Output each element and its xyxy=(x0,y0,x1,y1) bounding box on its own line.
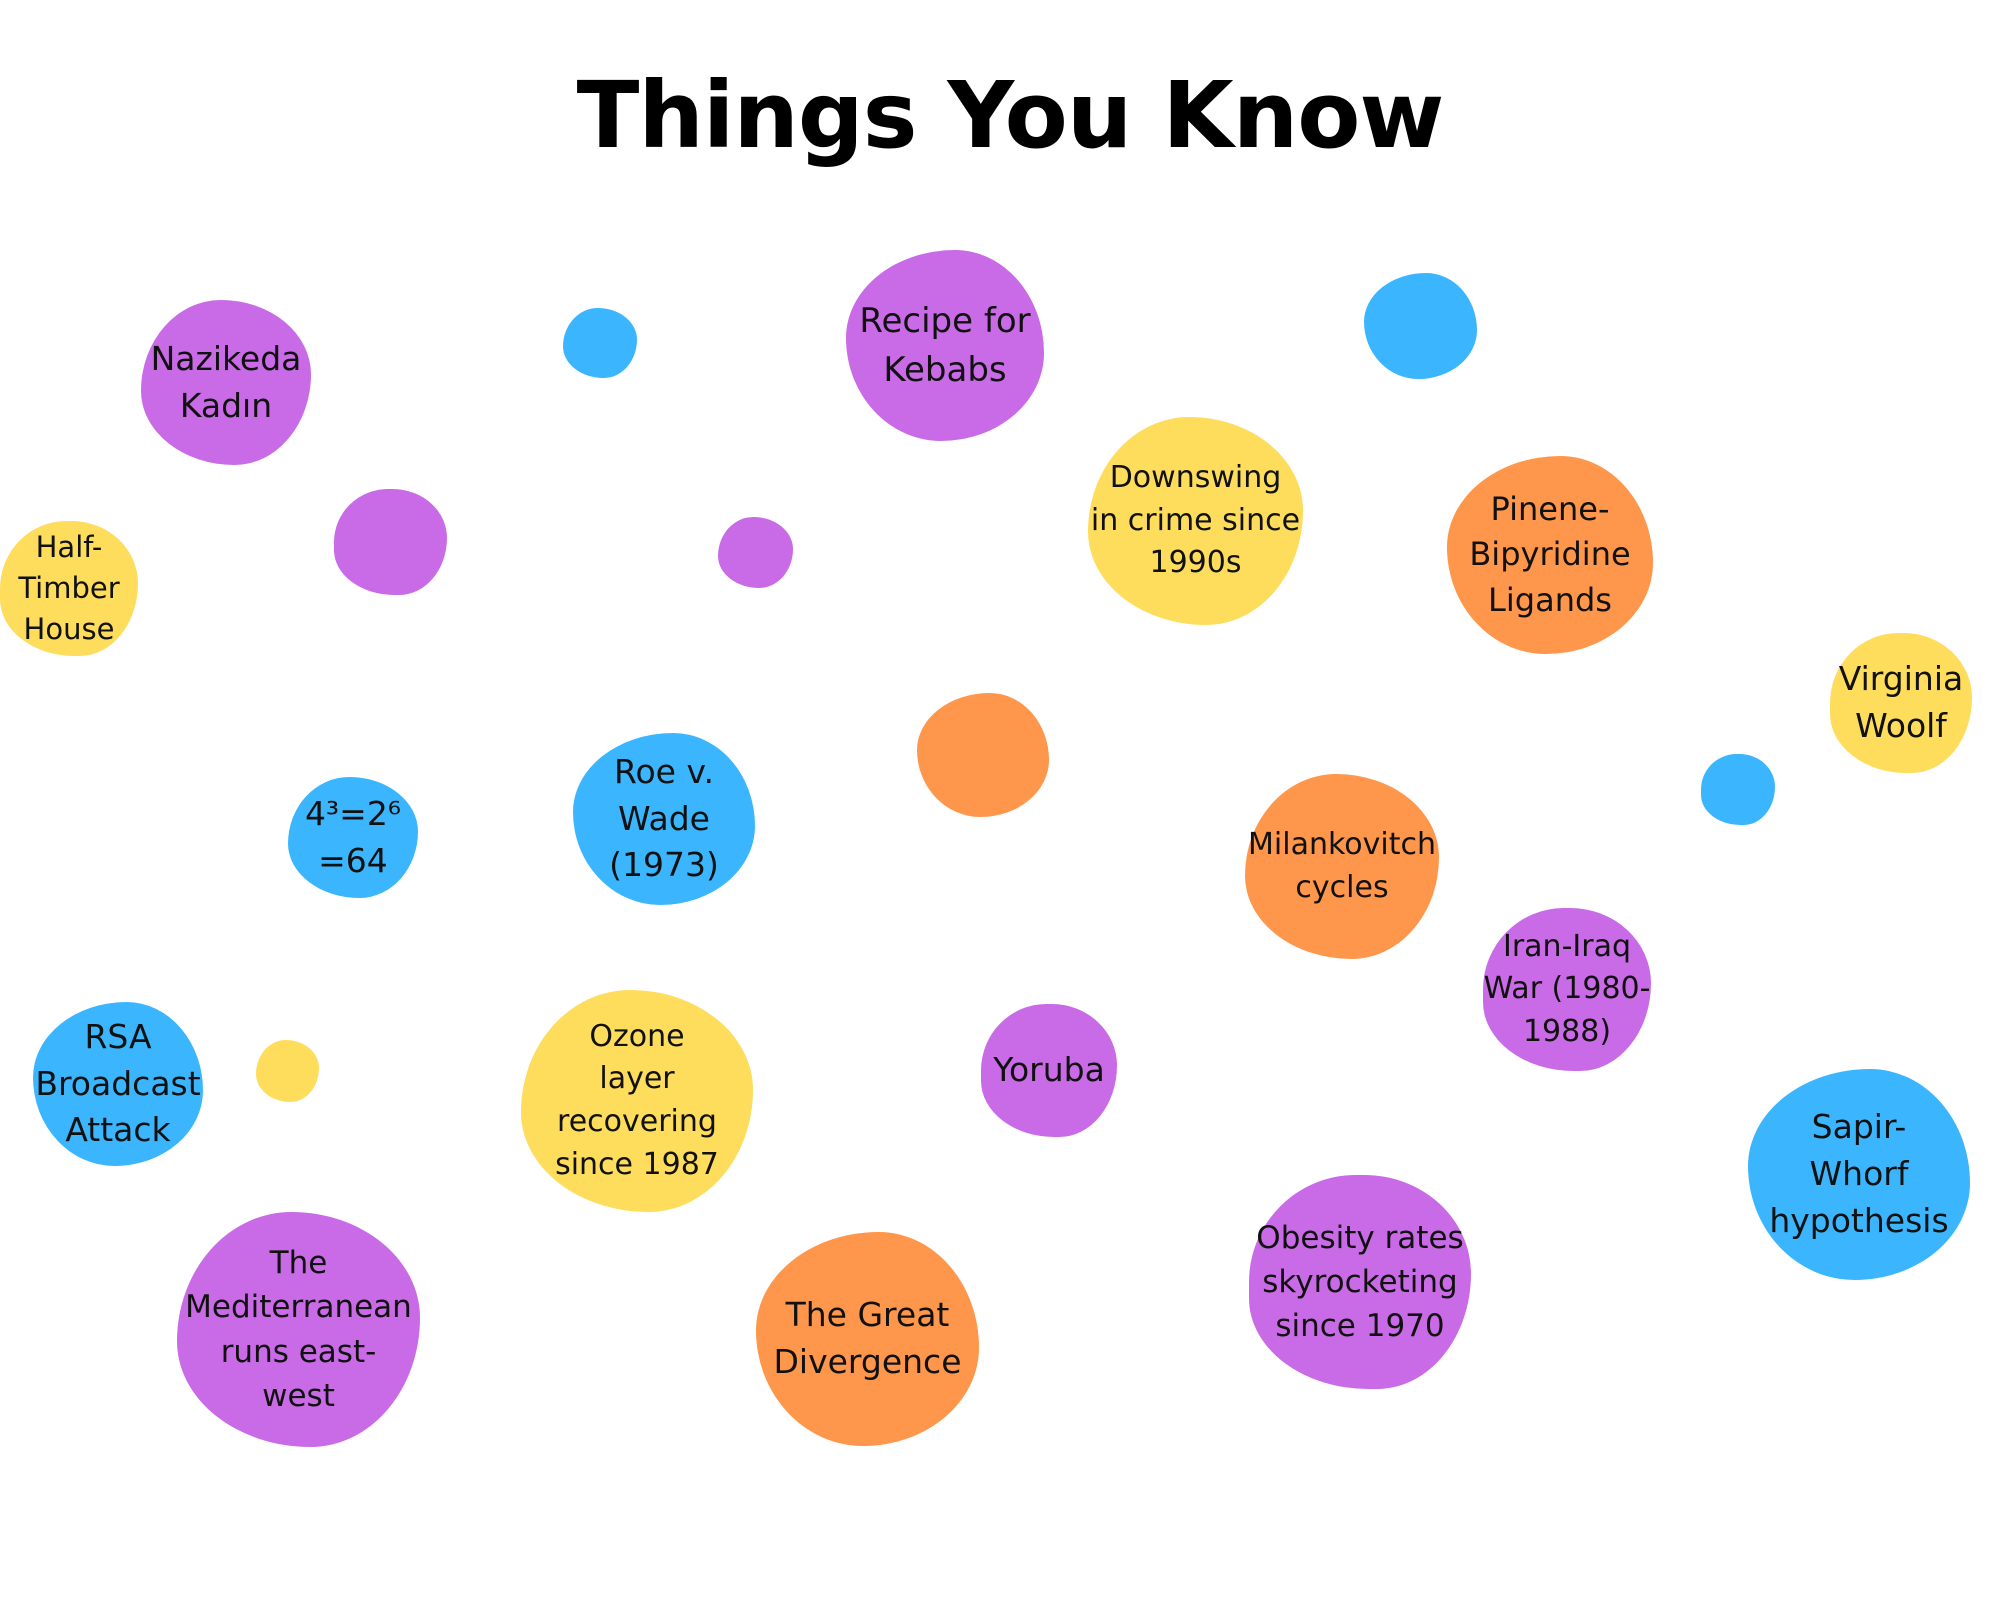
bubble-roe-v-wade: Roe v. Wade (1973) xyxy=(573,733,755,905)
bubble-label: The Great Divergence xyxy=(773,1295,962,1381)
bubble-label: Iran-Iraq War (1980- 1988) xyxy=(1483,928,1651,1049)
bubble-ozone-layer-recovering: Ozone layer recovering since 1987 xyxy=(521,990,753,1212)
bubble-label: Downswing in crime since 1990s xyxy=(1090,460,1301,581)
bubble-mediterranean-runs-east-west: The Mediterranean runs east- west xyxy=(177,1212,420,1447)
bubble-label: Obesity rates skyrocketing since 1970 xyxy=(1256,1219,1464,1344)
bubble-iran-iraq-war: Iran-Iraq War (1980- 1988) xyxy=(1483,908,1651,1071)
bubble-yoruba: Yoruba xyxy=(981,1004,1117,1137)
empty-bubble-orange xyxy=(917,693,1049,817)
bubble-label: Yoruba xyxy=(993,1050,1105,1090)
empty-bubble-yellow xyxy=(256,1040,319,1102)
bubble-label: Recipe for Kebabs xyxy=(859,301,1031,390)
bubble-rsa-broadcast-attack: RSA Broadcast Attack xyxy=(33,1002,203,1166)
bubble-label: Virginia Woolf xyxy=(1838,659,1964,745)
bubble-nazikeda-kadin: Nazikeda Kadın xyxy=(141,300,311,465)
bubble-label: Sapir- Whorf hypothesis xyxy=(1769,1107,1949,1240)
bubble-label: Nazikeda Kadın xyxy=(150,338,302,425)
bubble-the-great-divergence: The Great Divergence xyxy=(756,1232,979,1446)
bubble-downswing-in-crime: Downswing in crime since 1990s xyxy=(1088,417,1303,625)
empty-bubble-purple xyxy=(334,489,447,595)
empty-bubble-blue xyxy=(1364,273,1477,379)
bubble-pinene-bipyridine-ligands: Pinene- Bipyridine Ligands xyxy=(1447,456,1653,654)
bubble-half-timber-house: Half- Timber House xyxy=(0,521,138,656)
bubble-label: Pinene- Bipyridine Ligands xyxy=(1469,489,1631,619)
bubble-milankovitch-cycles: Milankovitch cycles xyxy=(1245,774,1439,959)
page-title: Things You Know xyxy=(576,62,1445,169)
bubble-label: The Mediterranean runs east- west xyxy=(185,1245,412,1414)
bubble-exponent-equation: 4³=2⁶ =64 xyxy=(288,777,418,898)
bubble-label: RSA Broadcast Attack xyxy=(35,1016,201,1150)
bubble-label: Ozone layer recovering since 1987 xyxy=(555,1018,719,1182)
empty-bubble-blue xyxy=(1701,754,1775,825)
bubble-label: Half- Timber House xyxy=(18,529,120,647)
bubble-virginia-woolf: Virginia Woolf xyxy=(1830,633,1972,773)
empty-bubble-purple xyxy=(718,517,793,588)
bubble-label: 4³=2⁶ =64 xyxy=(304,793,402,880)
bubble-obesity-rates: Obesity rates skyrocketing since 1970 xyxy=(1249,1175,1471,1389)
bubble-sapir-whorf-hypothesis: Sapir- Whorf hypothesis xyxy=(1748,1069,1970,1280)
bubble-recipe-for-kebabs: Recipe for Kebabs xyxy=(846,250,1044,441)
bubble-label: Roe v. Wade (1973) xyxy=(609,751,719,885)
bubble-label: Milankovitch cycles xyxy=(1248,826,1436,905)
empty-bubble-blue xyxy=(563,308,637,378)
